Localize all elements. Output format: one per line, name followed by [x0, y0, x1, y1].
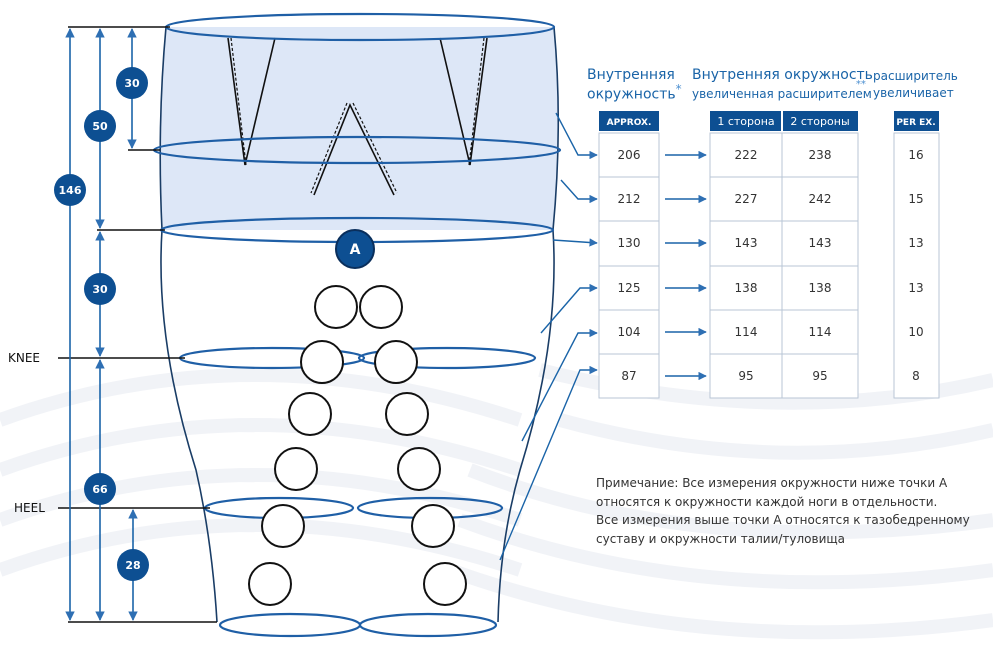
dim-badge-ankle-label: 28: [125, 559, 140, 572]
inner-header-line2: окружность*: [587, 82, 682, 104]
one-side-cell: 95: [738, 369, 753, 383]
dim-badge-thigh-label: 30: [92, 283, 108, 296]
per-ex-cell: 10: [908, 325, 923, 339]
air-cell: [374, 340, 418, 384]
upper-section-tint: [160, 27, 559, 230]
per-ex-cell: 13: [908, 281, 923, 295]
per-ex-cell: 13: [908, 236, 923, 250]
table-approx: APPROX. 206 212 130 125 104 87: [598, 111, 660, 399]
dim-badge-thigh: [84, 273, 116, 305]
dim-badge-lower-leg: [84, 473, 116, 505]
upper-triangle-panels: [227, 37, 488, 196]
one-side-cell: 143: [735, 236, 758, 250]
table-expanded: 1 сторона 2 стороны 222 227 143 138 114 …: [709, 111, 859, 399]
inner-header-line1: Внутренняя: [587, 67, 675, 83]
two-sides-cell: 143: [809, 236, 832, 250]
note-line: суставу и окружности талии/туловища: [596, 531, 846, 546]
one-side-header-label: 1 сторона: [717, 115, 774, 128]
dim-badge-waist: [116, 67, 148, 99]
dim-badge-lower-leg-label: 66: [92, 483, 108, 496]
garment-outline: [159, 26, 560, 623]
dim-badge-upper-label: 50: [92, 120, 108, 133]
approx-cell: 104: [618, 325, 641, 339]
dimension-badges: 146 50 30 30 66 28: [54, 67, 149, 581]
dim-badge-ankle: [117, 549, 149, 581]
one-side-cell: 222: [735, 148, 758, 162]
per-ex-cell: 16: [908, 148, 923, 162]
air-cell: [288, 392, 332, 436]
air-cell: [411, 504, 455, 548]
two-sides-cell: 238: [809, 148, 832, 162]
expanded-header-line2: увеличенная расширителем**: [692, 79, 872, 102]
air-cell: [359, 285, 403, 329]
approx-cell: 206: [618, 148, 641, 162]
table-two-sides-header: [783, 111, 858, 131]
air-cell: [261, 504, 305, 548]
one-side-cell: 138: [735, 281, 758, 295]
row-arrows: [665, 150, 707, 381]
ellipse-bottom-right: [358, 612, 498, 638]
air-cell: [274, 447, 318, 491]
one-side-cell: 227: [735, 192, 758, 206]
table-approx-header-label: APPROX.: [607, 118, 652, 128]
two-sides-cell: 114: [809, 325, 832, 339]
point-a-label: A: [350, 242, 361, 258]
per-ex-header-label: PER EX.: [896, 118, 935, 128]
table-approx-header: [599, 111, 659, 131]
two-sides-cell: 242: [809, 192, 832, 206]
table-per-ex-header: [894, 111, 939, 131]
air-cell: [397, 447, 441, 491]
level-lines: [58, 26, 217, 623]
approx-cell: 87: [621, 369, 636, 383]
point-a-badge: [335, 229, 375, 269]
heel-label: HEEL: [14, 501, 45, 515]
note-line: Примечание: Все измерения окружности ниж…: [596, 476, 948, 490]
note-line: Все измерения выше точки A относятся к т…: [596, 513, 970, 527]
dim-badge-upper: [84, 110, 116, 142]
dim-badge-total: [54, 174, 86, 206]
approx-cell: 125: [618, 281, 641, 295]
knee-label: KNEE: [8, 351, 40, 365]
approx-cell: 130: [618, 236, 641, 250]
air-cells: [248, 285, 467, 606]
ellipse-knee-right: [357, 346, 537, 370]
one-side-cell: 114: [735, 325, 758, 339]
air-cell: [248, 562, 292, 606]
expanded-circumference-header: Внутренняя окружность увеличенная расшир…: [692, 67, 882, 102]
expander-header-line1: расширитель: [873, 69, 958, 83]
note-line: относятся к окружности каждой ноги в отд…: [596, 494, 938, 509]
dim-badge-total-label: 146: [59, 184, 82, 197]
expanded-footnote-mark: **: [855, 79, 866, 91]
approx-cell: 212: [618, 192, 641, 206]
air-cell: [300, 340, 344, 384]
ellipse-bottom-left: [218, 612, 362, 638]
expander-header-line2: увеличивает: [873, 86, 954, 101]
table-per-expander: PER EX. 16 15 13 13 10 8: [893, 111, 940, 399]
air-cell: [314, 285, 358, 329]
dim-badge-waist-label: 30: [124, 77, 140, 90]
inner-footnote-mark: *: [675, 82, 682, 97]
two-sides-header-label: 2 стороны: [790, 115, 849, 128]
per-ex-cell: 8: [912, 369, 920, 383]
inner-circumference-header: Внутренняя окружность*: [587, 67, 682, 104]
air-cell: [423, 562, 467, 606]
air-cell: [385, 392, 429, 436]
leader-lines: [499, 112, 598, 561]
footnote-text: Примечание: Все измерения окружности ниж…: [596, 474, 986, 548]
table-one-side-header: [710, 111, 781, 131]
expanded-header-line1: Внутренняя окружность: [692, 67, 873, 83]
two-sides-cell: 138: [809, 281, 832, 295]
two-sides-cell: 95: [812, 369, 827, 383]
expander-increase-header: расширитель увеличивает: [873, 69, 985, 101]
per-ex-cell: 15: [908, 192, 923, 206]
